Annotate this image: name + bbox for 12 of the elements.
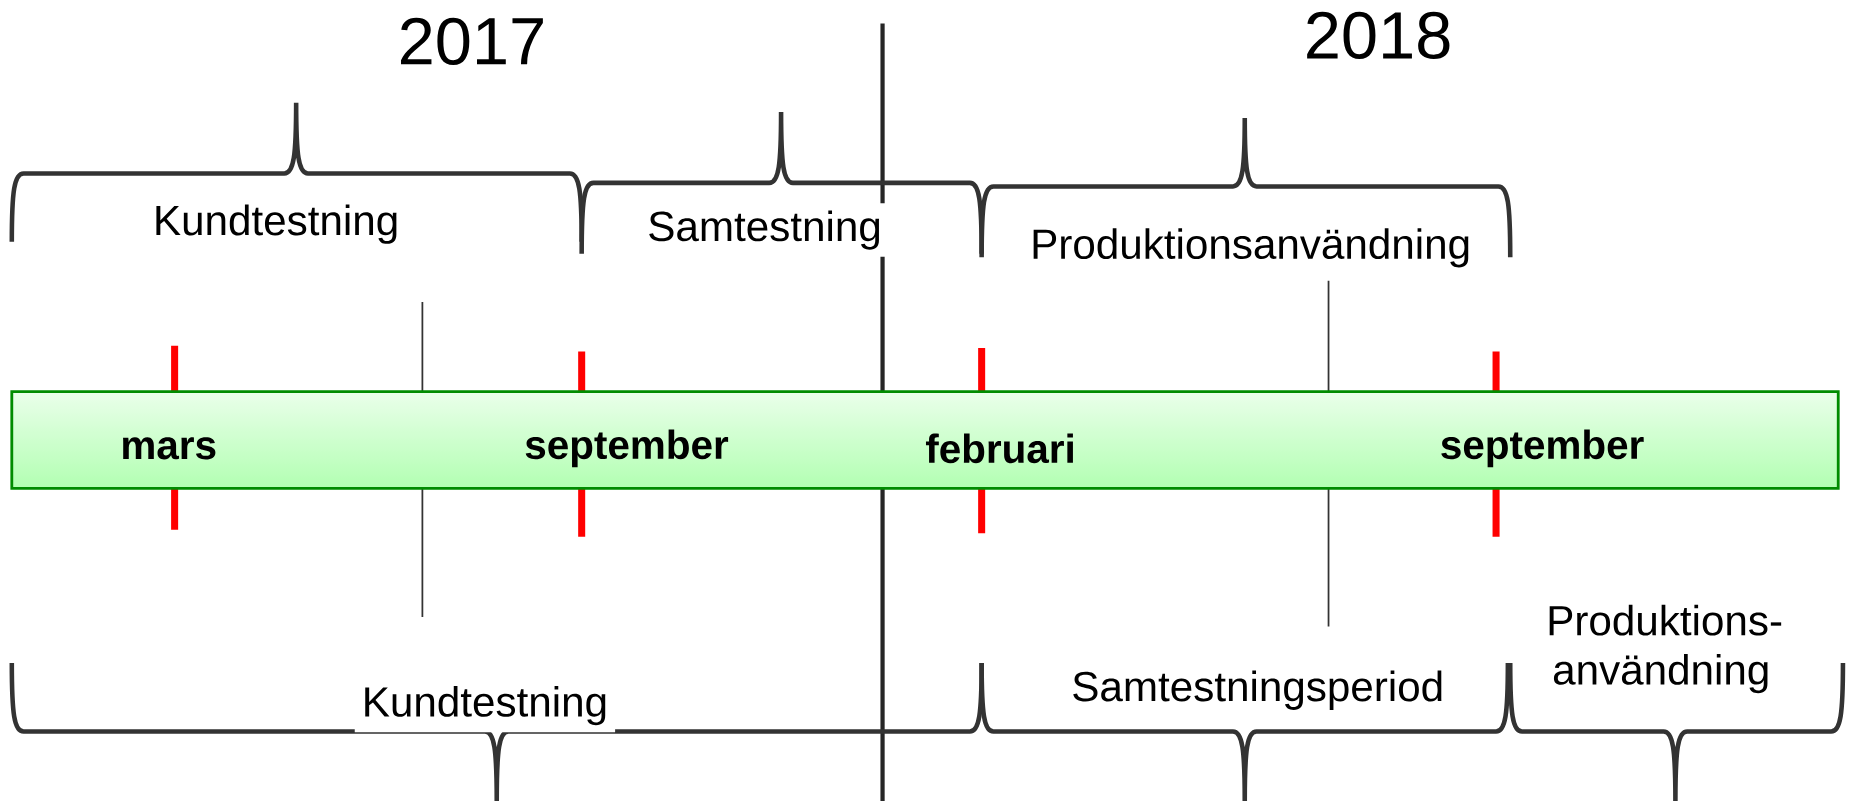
phase-label: Kundtestning: [354, 678, 616, 733]
phase-label: Samtestningsperiod: [1064, 663, 1452, 717]
month-label: mars: [123, 437, 216, 460]
phase-label: Produktions- användning: [1539, 597, 1784, 701]
month-label: september: [1441, 429, 1644, 468]
year-label: 2018: [1296, 4, 1460, 66]
month-label: februari: [926, 433, 1073, 464]
month-label: september: [525, 429, 729, 468]
phase-label: Samtestning: [640, 203, 889, 257]
year-label: 2017: [390, 10, 554, 72]
phase-label: Kundtestning: [145, 197, 407, 251]
phase-label: Produktionsanvändning: [1023, 221, 1479, 275]
